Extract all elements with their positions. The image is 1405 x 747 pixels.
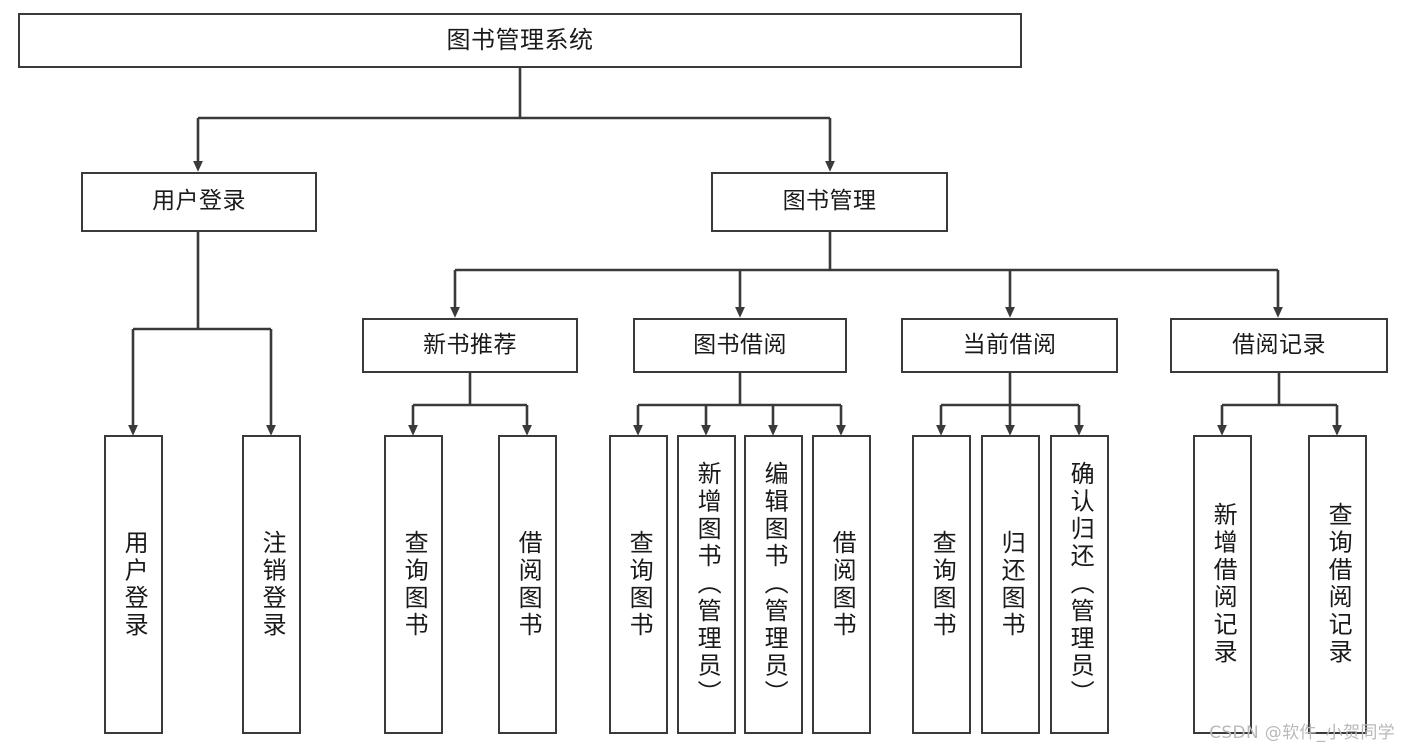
leaf-borrow-books-newbook[interactable]: 借阅图书: [498, 435, 557, 734]
leaf-add-book-admin[interactable]: 新增图书（管理员）: [677, 435, 736, 734]
node-user-login[interactable]: 用户登录: [81, 172, 317, 232]
node-label: 查询图书: [928, 529, 957, 640]
node-book-management[interactable]: 图书管理: [711, 172, 948, 232]
leaf-query-books-current[interactable]: 查询图书: [912, 435, 971, 734]
node-label: 归还图书: [997, 529, 1026, 640]
leaf-query-books-newbook[interactable]: 查询图书: [384, 435, 443, 734]
node-label: 当前借阅: [962, 331, 1057, 358]
node-label: 查询图书: [400, 529, 429, 640]
node-book-borrowing[interactable]: 图书借阅: [633, 318, 847, 373]
leaf-query-borrow-record[interactable]: 查询借阅记录: [1308, 435, 1367, 734]
node-label: 注销登录: [258, 529, 287, 640]
node-label: 借阅图书: [514, 529, 543, 640]
node-new-book-recommendation[interactable]: 新书推荐: [362, 318, 578, 373]
node-label: 图书借阅: [693, 331, 787, 358]
node-label: 借阅记录: [1232, 331, 1326, 358]
leaf-borrow-books[interactable]: 借阅图书: [812, 435, 871, 734]
node-label: 确认归还（管理员）: [1066, 461, 1095, 708]
leaf-user-login[interactable]: 用户登录: [104, 435, 163, 734]
node-label: 新增图书（管理员）: [693, 461, 722, 708]
node-label: 查询借阅记录: [1324, 502, 1353, 667]
node-label: 借阅图书: [828, 529, 857, 640]
node-label: 用户登录: [152, 188, 246, 215]
leaf-edit-book-admin[interactable]: 编辑图书（管理员）: [744, 435, 803, 734]
csdn-watermark: CSDN @软件_小贺同学: [1209, 723, 1395, 743]
node-label: 查询图书: [625, 529, 654, 640]
node-borrow-records[interactable]: 借阅记录: [1170, 318, 1388, 373]
node-root-book-management-system[interactable]: 图书管理系统: [18, 13, 1022, 68]
leaf-confirm-return-admin[interactable]: 确认归还（管理员）: [1050, 435, 1109, 734]
leaf-logout[interactable]: 注销登录: [242, 435, 301, 734]
node-label: 图书管理系统: [446, 26, 594, 55]
leaf-add-borrow-record[interactable]: 新增借阅记录: [1193, 435, 1252, 734]
node-label: 图书管理: [782, 188, 877, 215]
node-current-borrowing[interactable]: 当前借阅: [901, 318, 1118, 373]
node-label: 用户登录: [120, 529, 149, 640]
node-label: 新书推荐: [423, 331, 517, 358]
node-label: 编辑图书（管理员）: [760, 461, 789, 708]
leaf-query-books-borrow[interactable]: 查询图书: [609, 435, 668, 734]
node-label: 新增借阅记录: [1209, 502, 1238, 667]
leaf-return-books[interactable]: 归还图书: [981, 435, 1040, 734]
